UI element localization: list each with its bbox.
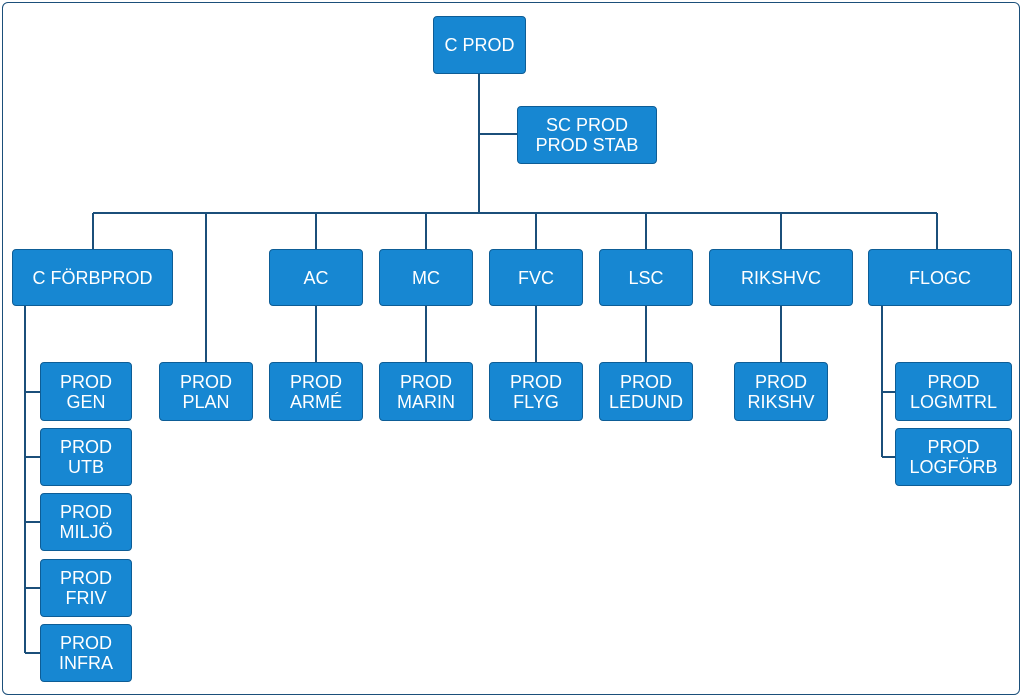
org-box-prod-miljo: PROD MILJÖ — [40, 493, 132, 551]
org-box-c-prod: C PROD — [433, 16, 526, 74]
org-box-prod-rikshv: PROD RIKSHV — [734, 362, 828, 421]
org-box-sc-prod: SC PROD PROD STAB — [517, 106, 657, 164]
box-label: FLOGC — [908, 267, 971, 288]
box-label-line1: PROD — [927, 437, 980, 457]
org-box-prod-arme: PROD ARMÉ — [269, 362, 363, 421]
org-box-prod-ledund: PROD LEDUND — [599, 362, 693, 421]
box-label-line2: UTB — [68, 457, 104, 477]
org-box-rikshvc: RIKSHVC — [709, 249, 853, 306]
org-box-flogc: FLOGC — [868, 249, 1012, 306]
box-label-line1: PROD — [927, 371, 980, 392]
org-box-c-forbprod: C FÖRBPROD — [12, 249, 173, 306]
box-label-line1: PROD — [179, 371, 232, 392]
box-label-line2: ARMÉ — [289, 391, 342, 412]
box-label-line1: PROD — [399, 371, 452, 392]
box-label-line2: INFRA — [59, 653, 113, 673]
box-label-line2: PLAN — [182, 391, 230, 412]
box-label-line1: PROD — [754, 371, 807, 392]
box-label-line2: LEDUND — [608, 391, 683, 412]
org-box-prod-logmtrl: PROD LOGMTRL — [895, 362, 1012, 421]
box-label-line1: SC PROD — [545, 115, 628, 135]
box-label-line1: PROD — [509, 371, 562, 392]
box-label-line1: PROD — [59, 502, 112, 522]
box-label: C PROD — [444, 35, 515, 55]
box-label-line2: GEN — [66, 391, 106, 412]
org-box-mc: MC — [379, 249, 473, 306]
org-box-prod-friv: PROD FRIV — [40, 559, 132, 617]
box-label-line2: MARIN — [397, 391, 455, 412]
org-box-prod-infra: PROD INFRA — [40, 624, 132, 682]
org-box-lsc: LSC — [599, 249, 693, 306]
box-label-line2: RIKSHV — [747, 391, 815, 412]
box-label: AC — [303, 267, 329, 288]
box-label: RIKSHVC — [740, 267, 821, 288]
box-label: MC — [412, 267, 440, 288]
box-label: LSC — [628, 267, 664, 288]
box-label-line2: PROD STAB — [535, 135, 639, 155]
box-label-line2: FLYG — [513, 391, 559, 412]
box-label-line2: FRIV — [65, 588, 107, 608]
box-label-line1: PROD — [289, 371, 342, 392]
box-label-line1: PROD — [59, 633, 112, 653]
box-label-line1: PROD — [59, 371, 112, 392]
box-label-line2: MILJÖ — [59, 522, 113, 542]
org-box-prod-flyg: PROD FLYG — [489, 362, 583, 421]
box-label-line1: PROD — [59, 437, 112, 457]
org-box-fvc: FVC — [489, 249, 583, 306]
box-label-line1: PROD — [619, 371, 672, 392]
box-label: C FÖRBPROD — [32, 267, 153, 288]
box-label: FVC — [518, 267, 554, 288]
org-box-prod-marin: PROD MARIN — [379, 362, 473, 421]
org-box-prod-gen: PROD GEN — [40, 362, 132, 421]
org-box-prod-plan: PROD PLAN — [159, 362, 253, 421]
org-box-prod-logforb: PROD LOGFÖRB — [895, 428, 1012, 486]
org-box-prod-utb: PROD UTB — [40, 428, 132, 486]
box-label-line2: LOGFÖRB — [909, 457, 998, 477]
box-label-line2: LOGMTRL — [909, 391, 997, 412]
box-label-line1: PROD — [59, 568, 112, 588]
org-box-ac: AC — [269, 249, 363, 306]
